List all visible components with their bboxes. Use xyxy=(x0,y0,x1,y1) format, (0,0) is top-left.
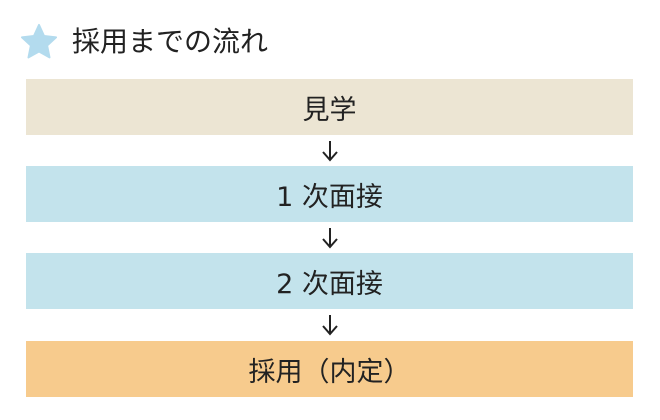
section-title: 採用までの流れ xyxy=(72,25,269,58)
flow-step-tour: 見学 xyxy=(26,79,633,135)
flow-step-label: 2 次面接 xyxy=(276,268,383,300)
arrow-down-icon xyxy=(310,310,350,340)
arrow-down-icon xyxy=(310,223,350,253)
star-icon xyxy=(20,23,58,59)
flow-step-second-interview: 2 次面接 xyxy=(26,253,633,309)
flow-step-label: 見学 xyxy=(302,94,357,126)
flow-step-label: 採用（内定） xyxy=(248,356,411,388)
flow-step-first-interview: 1 次面接 xyxy=(26,166,633,222)
arrow-down-icon xyxy=(310,136,350,166)
flow-step-hiring-offer: 採用（内定） xyxy=(26,341,633,397)
section-header: 採用までの流れ xyxy=(20,20,268,64)
flow-step-label: 1 次面接 xyxy=(276,181,383,213)
